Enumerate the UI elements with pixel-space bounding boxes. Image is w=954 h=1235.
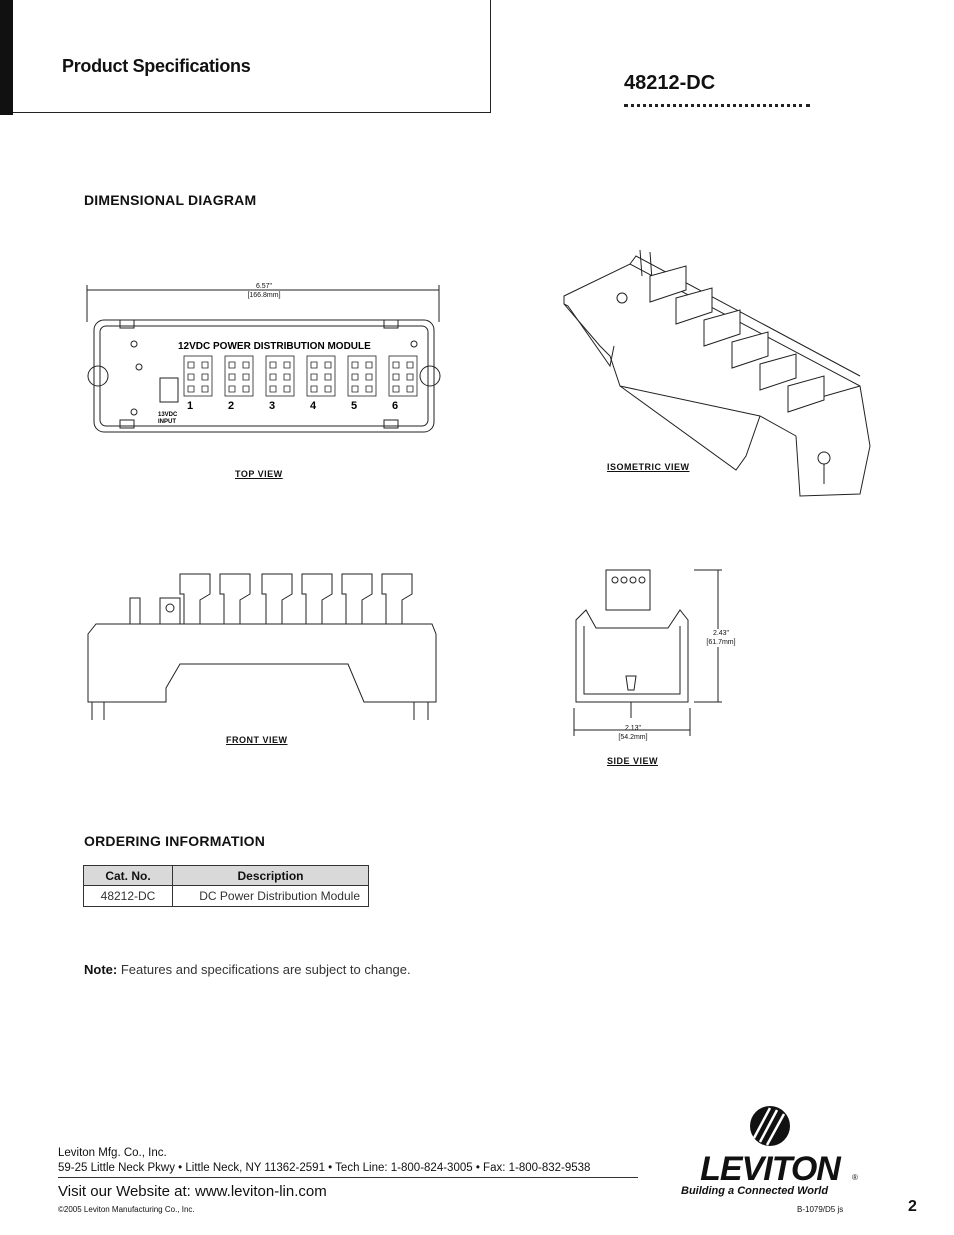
model-number: 48212-DC (624, 72, 716, 94)
brand-wordmark: LEVITON (700, 1150, 842, 1184)
side-view-label: SIDE VIEW (607, 756, 659, 766)
front-view-label: FRONT VIEW (226, 735, 288, 745)
front-view-drawing (87, 573, 437, 720)
input-label: INPUT (158, 419, 176, 425)
side-view-height-in: 2.43" (712, 630, 730, 637)
table-header-row: Cat. No. Description (83, 865, 369, 886)
note: Note: Features and specifications are su… (84, 962, 411, 977)
page-number: 2 (908, 1198, 917, 1215)
port-label: 4 (310, 400, 317, 412)
note-label: Note: (84, 962, 118, 977)
side-view-drawing (573, 569, 722, 736)
side-view-height-mm: [61.7mm] (706, 639, 736, 646)
copyright: ©2005 Leviton Manufacturing Co., Inc. (58, 1205, 195, 1214)
note-text: Features and specifications are subject … (120, 962, 411, 977)
column-header-cat-no: Cat. No. (83, 865, 173, 886)
header-box (13, 0, 491, 113)
ordering-table: Cat. No. Description 48212-DC DC Power D… (83, 865, 369, 907)
top-view-dimension: 6.57" [166.8mm] (224, 282, 304, 300)
header-side-bar (0, 0, 13, 115)
port-label: 6 (392, 400, 398, 412)
port-label: 5 (351, 400, 357, 412)
dimensional-diagram-heading: DIMENSIONAL DIAGRAM (84, 192, 257, 208)
table-row: 48212-DC DC Power Distribution Module (83, 885, 369, 907)
top-view-width-in: 6.57" (255, 283, 273, 290)
isometric-view-label: ISOMETRIC VIEW (607, 462, 690, 472)
column-header-description: Description (172, 865, 369, 886)
port-label: 2 (228, 400, 234, 412)
module-label: 12VDC POWER DISTRIBUTION MODULE (178, 341, 371, 352)
input-label: 13VDC (158, 412, 178, 418)
company-address: 59-25 Little Neck Pkwy • Little Neck, NY… (58, 1162, 591, 1174)
port-label: 3 (269, 400, 275, 412)
registered-mark: ® (852, 1173, 858, 1182)
side-view-width-in: 2.13" (624, 725, 642, 732)
top-view-width-mm: [166.8mm] (247, 292, 281, 299)
side-view-width-dimension: 2.13" [54.2mm] (610, 724, 656, 742)
dotted-divider (624, 104, 810, 107)
page-title: Product Specifications (62, 56, 251, 76)
website-line: Visit our Website at: www.leviton-lin.co… (58, 1183, 327, 1200)
leviton-logo: LEVITON ® (700, 1106, 858, 1184)
side-view-width-mm: [54.2mm] (618, 734, 648, 741)
company-name: Leviton Mfg. Co., Inc. (58, 1147, 167, 1159)
leviton-globe-icon (750, 1106, 790, 1146)
ordering-information-heading: ORDERING INFORMATION (84, 833, 266, 849)
cat-no-cell: 48212-DC (83, 885, 173, 907)
top-view-label: TOP VIEW (235, 469, 283, 479)
brand-tagline: Building a Connected World (681, 1185, 829, 1197)
footer-rule (58, 1177, 638, 1178)
description-cell: DC Power Distribution Module (172, 885, 369, 907)
top-view-drawing: 12VDC POWER DISTRIBUTION MODULE 1 2 3 4 … (86, 285, 441, 433)
document-number: B-1079/D5 js (797, 1205, 844, 1214)
port-label: 1 (187, 400, 193, 412)
side-view-height-dimension: 2.43" [61.7mm] (700, 629, 742, 647)
isometric-view-drawing (563, 249, 871, 497)
